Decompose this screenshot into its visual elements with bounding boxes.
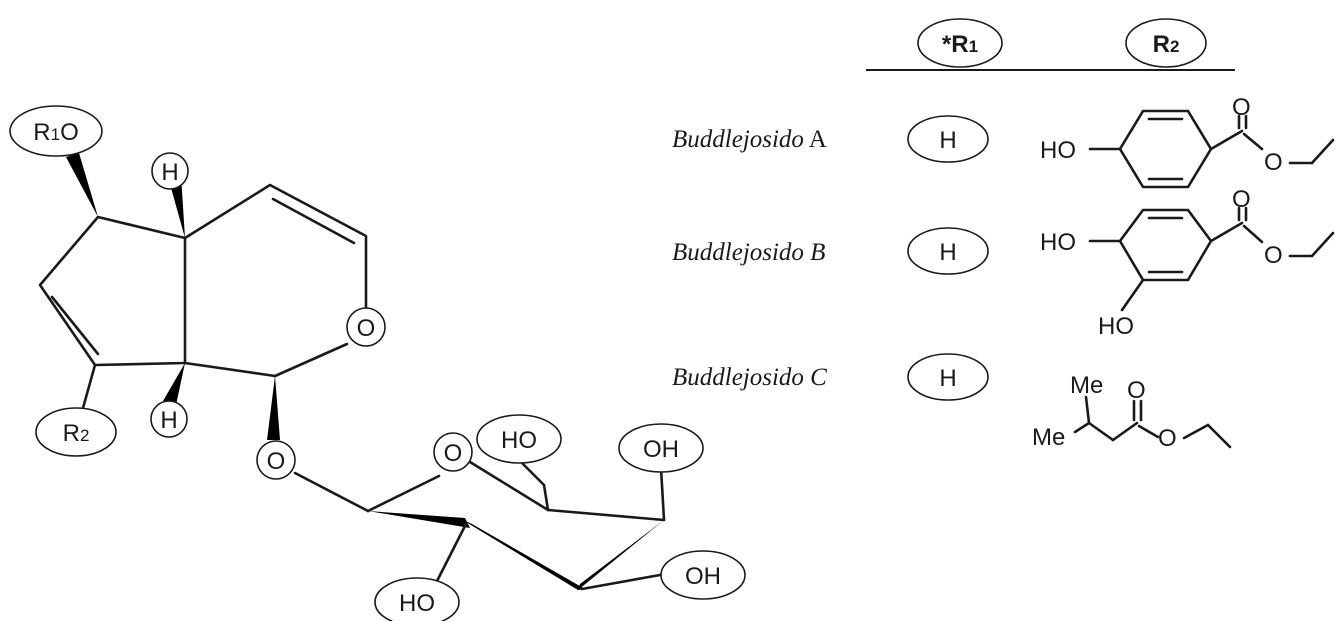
substituent-a-structure: HO O O: [1040, 94, 1335, 189]
substituent-b-structure: HO HO O O: [1040, 186, 1335, 340]
sub-a-ch2-link-bond: [1310, 138, 1335, 165]
sugar-c5-c4-bond: [546, 508, 666, 522]
sub-b-o-ester-label: O: [1264, 242, 1283, 269]
sub-c-o-ch2-bond: [1182, 423, 1210, 440]
sub-c-o-ester-label: O: [1158, 425, 1177, 452]
compound-a-name: Buddlejosido A: [672, 126, 827, 153]
r1o-oval: [9, 105, 103, 157]
r1-header-oval: [917, 18, 1003, 68]
sub-c-me-left-label: Me: [1032, 424, 1065, 451]
c3-oh-bond: [580, 573, 662, 591]
c4-oh-bond: [659, 466, 666, 522]
sub-c-me-top-bond: [1084, 395, 1091, 425]
compound-c-r1-oval: [907, 353, 989, 401]
sub-b-ho-top-label: HO: [1040, 229, 1076, 256]
sub-b-ho-bottom-bond: [1120, 278, 1145, 312]
o-glyco-oval: [256, 440, 296, 480]
h-bottom-label: H: [160, 407, 177, 434]
substituent-c-structure: Me Me O O: [1032, 372, 1232, 452]
c2-oh-bond: [433, 522, 468, 587]
sub-c-o-carbonyl-label: O: [1127, 377, 1146, 404]
compound-row-b: Buddlejosido B H: [672, 227, 989, 275]
iridoid-core: [38, 153, 368, 440]
compound-b-name: Buddlejosido B: [672, 239, 825, 266]
sugar-front-wedge-1: [368, 511, 470, 528]
sugar-c1-o-bond: [366, 474, 441, 513]
sub-c-c-o-bond: [1137, 424, 1160, 439]
sub-c-ch-ch2-bond: [1087, 421, 1115, 442]
h-top-wedge: [168, 175, 185, 238]
compound-b-r1-oval: [907, 227, 989, 275]
pyran-c9-c1-bond: [183, 361, 277, 378]
sub-b-c-o-bond: [1242, 224, 1264, 244]
r2-header-label: R2: [1153, 31, 1180, 58]
sub-b-ho-bottom-label: HO: [1098, 313, 1134, 340]
r2-bond: [81, 363, 97, 410]
sub-b-benzene-ring: [1118, 208, 1213, 282]
sub-b-ch2-link-bond: [1310, 231, 1335, 258]
r2-label: R2: [63, 420, 90, 447]
sugar-o-c5-bond: [468, 460, 550, 512]
sub-c-me-left-bond: [1073, 421, 1091, 434]
sub-a-ring-carbonyl-bond: [1209, 129, 1244, 151]
r2-oval: [35, 407, 117, 457]
compound-row-a: Buddlejosido A H: [672, 115, 989, 163]
h-top-oval: [151, 152, 189, 190]
sub-c-ch2-c-bond: [1111, 421, 1139, 442]
sub-a-o-ester-label: O: [1264, 149, 1283, 176]
pyran-ring-upper: [183, 183, 368, 310]
o-sugar-oval: [433, 432, 473, 472]
o-ring-oval: [346, 307, 386, 347]
sub-a-o-carbonyl-label: O: [1232, 94, 1251, 121]
pyran-o-c1-bond: [273, 342, 349, 378]
sugar-front-bold-bond: [461, 519, 585, 590]
pyran-double-bond: [271, 197, 356, 245]
cyclopentene-double-bond: [50, 295, 100, 356]
o-sugar-label: O: [444, 440, 463, 467]
h-bottom-oval: [150, 400, 188, 438]
oh-lower-label: OH: [685, 563, 721, 590]
core-labels: R1O H O H R2 O O HO OH OH HO: [9, 105, 746, 621]
oh-lower-oval: [660, 550, 746, 600]
compound-row-c: Buddlejosido C H: [672, 353, 989, 401]
compound-b-r1-label: H: [939, 239, 956, 266]
r1o-label: R1O: [33, 119, 78, 146]
ho-ch2-oval: [476, 414, 562, 464]
oh-right-label: OH: [643, 436, 679, 463]
h-bottom-wedge: [163, 363, 185, 405]
compound-c-name: Buddlejosido C: [672, 364, 827, 391]
compound-c-r1-label: H: [939, 365, 956, 392]
ho-bottom-oval: [374, 577, 460, 621]
o-glyco-label: O: [267, 448, 286, 475]
oh-right-oval: [618, 423, 704, 473]
sub-b-ring-carbonyl-bond: [1209, 221, 1244, 243]
sub-a-benzene-ring: [1118, 109, 1213, 189]
ch2-bond: [542, 483, 550, 512]
h-top-label: H: [161, 159, 178, 186]
sugar-front-wedge-2: [578, 520, 664, 590]
glycosidic-bond: [293, 471, 370, 513]
sub-c-me-top-label: Me: [1070, 372, 1103, 399]
ho-ch2-label: HO: [501, 427, 537, 454]
r1o-wedge: [66, 153, 98, 217]
compound-a-r1-label: H: [939, 127, 956, 154]
sub-a-c-o-bond: [1242, 132, 1264, 151]
sub-b-o-carbonyl-label: O: [1232, 186, 1251, 213]
compound-a-r1-oval: [907, 115, 989, 163]
table-header: *R1 R2: [866, 18, 1235, 71]
r1-header-label: *R1: [942, 31, 978, 58]
sub-a-ho-label: HO: [1040, 137, 1076, 164]
o-ring-label: O: [357, 315, 376, 342]
glucose-ring: [293, 456, 666, 591]
cyclopentene-ring-bonds: [38, 215, 187, 367]
o-glyco-wedge: [267, 376, 280, 440]
r2-header-oval: [1125, 18, 1207, 68]
sub-c-ch2-link-bond: [1206, 423, 1232, 449]
ho-bottom-label: HO: [399, 590, 435, 617]
